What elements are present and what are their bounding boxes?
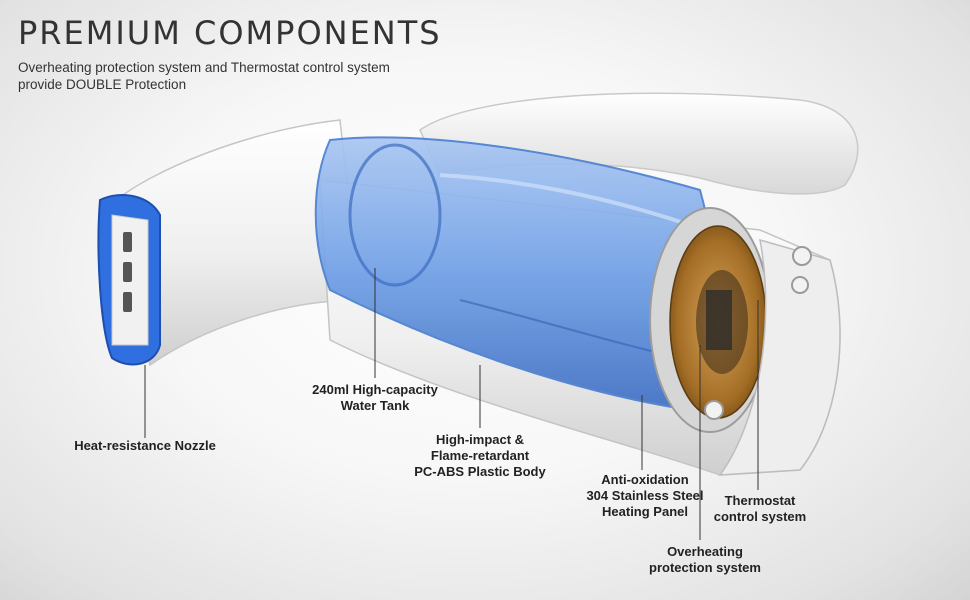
callout-panel-line-2: 304 Stainless Steel — [586, 488, 704, 503]
callout-heating-panel: Anti-oxidation 304 Stainless Steel Heati… — [570, 472, 720, 520]
page-subtitle: Overheating protection system and Thermo… — [18, 59, 438, 93]
callout-nozzle: Heat-resistance Nozzle — [60, 438, 230, 454]
callout-thermostat-line-1: Thermostat — [724, 493, 796, 508]
tank-end-ring — [348, 143, 442, 287]
page-title: PREMIUM COMPONENTS — [18, 14, 442, 52]
callout-overheat-line-2: protection system — [649, 560, 761, 575]
callout-panel-line-3: Heating Panel — [602, 504, 688, 519]
callout-panel-line-1: Anti-oxidation — [601, 472, 689, 487]
callout-plastic-body: High-impact & Flame-retardant PC-ABS Pla… — [400, 432, 560, 480]
callout-overheating: Overheating protection system — [640, 544, 770, 576]
subtitle-line-1: Overheating protection system and Thermo… — [18, 60, 390, 75]
end-cap — [718, 238, 841, 476]
callout-nozzle-text: Heat-resistance Nozzle — [74, 438, 216, 453]
callout-tank-line-1: 240ml High-capacity — [312, 382, 438, 397]
callout-body-line-2: Flame-retardant — [430, 448, 530, 463]
callout-body-line-3: PC-ABS Plastic Body — [414, 464, 546, 479]
callout-body-line-1: High-impact & — [435, 432, 525, 447]
callout-overheat-line-1: Overheating — [667, 544, 743, 559]
callout-tank-line-2: Water Tank — [340, 398, 410, 413]
callout-thermostat-line-2: control system — [713, 509, 807, 524]
callout-thermostat: Thermostat control system — [705, 493, 815, 525]
subtitle-line-2: provide DOUBLE Protection — [18, 77, 187, 92]
callout-water-tank: 240ml High-capacity Water Tank — [290, 382, 460, 414]
